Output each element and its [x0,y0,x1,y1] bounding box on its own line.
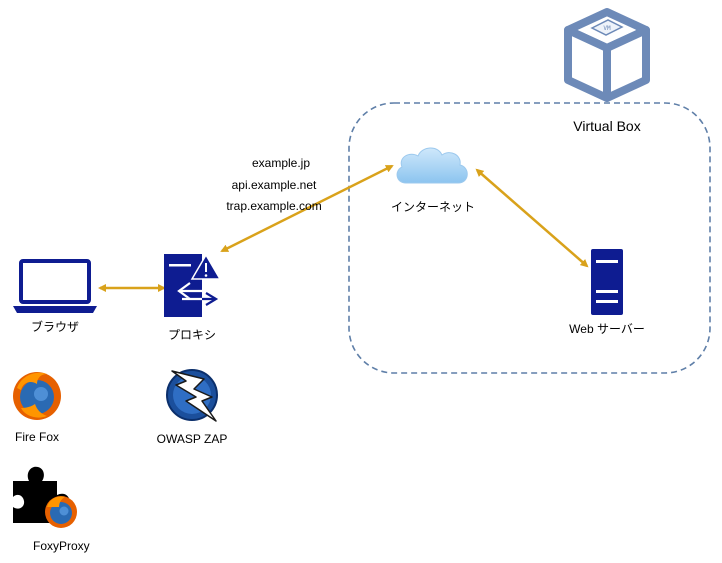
proxy-icon [164,253,222,317]
virtualbox-label: Virtual Box [573,118,641,134]
proxy-label: プロキシ [167,328,217,342]
arrow-internet-webserver [475,168,589,268]
firefox-icon [13,372,61,420]
arrow-proxy-internet [220,164,394,253]
svg-text:VM: VM [603,25,611,32]
webserver-label: Web サーバー [569,322,645,336]
domain-label-0: example.jp [251,156,311,170]
owasp-zap-icon [164,367,220,423]
foxyproxy-label: FoxyProxy [33,539,90,553]
webserver-icon [591,249,623,315]
foxyproxy-icon [13,466,77,528]
domain-label-2: trap.example.com [226,199,322,213]
cloud-icon [396,147,468,184]
laptop-icon [13,259,97,313]
browser-label: ブラウザ [30,320,80,334]
owasp-label: OWASP ZAP [156,432,228,446]
virtualbox-icon: VM [564,8,650,102]
internet-label: インターネット [390,200,476,214]
domain-label-1: api.example.net [231,178,317,192]
firefox-label: Fire Fox [15,430,60,444]
